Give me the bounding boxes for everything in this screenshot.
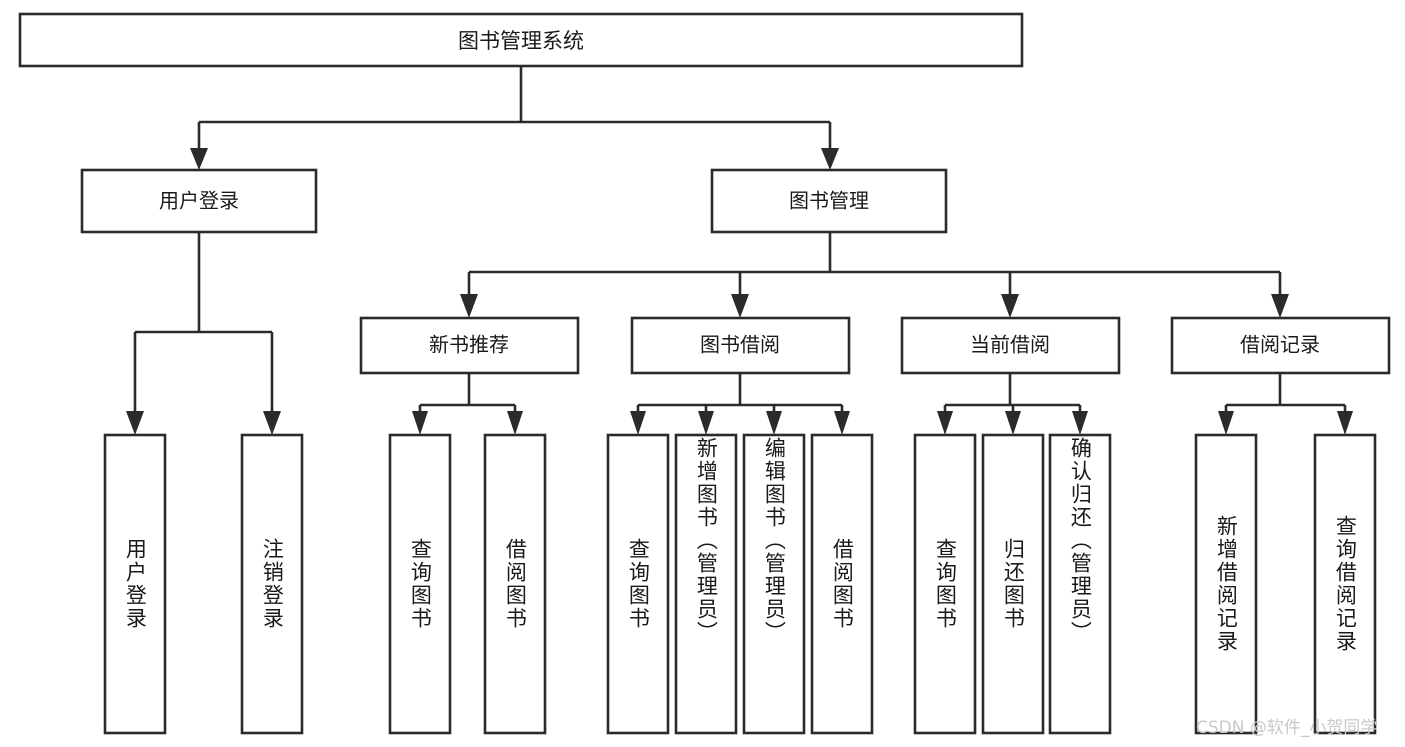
new-book-recommend-box[interactable] xyxy=(359,316,580,375)
leaf-box[interactable] xyxy=(1194,433,1258,735)
leaf-user-login-1[interactable]: 注销登录 xyxy=(240,433,304,735)
book-borrow-box[interactable] xyxy=(630,316,851,375)
arrow-book-borrow-leaf2 xyxy=(766,411,782,435)
leaf-label: 新增图书（管理员） xyxy=(694,437,719,644)
leaf-label: 编辑图书（管理员） xyxy=(762,437,787,644)
leaf-box[interactable] xyxy=(810,433,874,735)
node-book-manage[interactable]: 图书管理 xyxy=(710,168,948,234)
arrow-current-borrow-leaf0 xyxy=(937,411,953,435)
leaf-box[interactable] xyxy=(103,433,167,735)
leaf-book-borrow-0[interactable]: 查询图书 xyxy=(606,433,670,735)
leaf-box[interactable] xyxy=(1048,433,1112,735)
leaf-box[interactable] xyxy=(483,433,547,735)
leaf-box[interactable] xyxy=(742,433,806,735)
user-login-label: 用户登录 xyxy=(159,189,239,213)
leaf-label: 查询图书 xyxy=(626,538,651,630)
leaf-borrow-record-0[interactable]: 新增借阅记录 xyxy=(1194,433,1258,735)
leaf-new-book-1[interactable]: 借阅图书 xyxy=(483,433,547,735)
leaf-label: 查询图书 xyxy=(933,538,958,630)
arrow-to-borrow-record xyxy=(1271,294,1289,318)
leaf-book-borrow-3[interactable]: 借阅图书 xyxy=(810,433,874,735)
arrow-current-borrow-leaf2 xyxy=(1072,411,1088,435)
node-user-login[interactable]: 用户登录 xyxy=(80,168,318,234)
connector-layer xyxy=(126,66,1353,435)
root-label: 图书管理系统 xyxy=(458,29,584,53)
leaf-book-borrow-2[interactable]: 编辑图书（管理员） xyxy=(742,433,806,735)
arrow-to-new-book xyxy=(460,294,478,318)
arrow-book-borrow-leaf0 xyxy=(630,411,646,435)
leaf-box[interactable] xyxy=(240,433,304,735)
csdn-watermark: CSDN @软件_小贺同学 xyxy=(1196,718,1377,738)
borrow-record-label: 借阅记录 xyxy=(1240,333,1320,357)
leaf-label: 确认归还（管理员） xyxy=(1068,437,1093,644)
leaf-current-borrow-0[interactable]: 查询图书 xyxy=(913,433,977,735)
node-new-book-recommend[interactable]: 新书推荐 xyxy=(359,316,580,375)
leaf-label: 借阅图书 xyxy=(503,538,528,630)
arrow-root-to-user-login xyxy=(190,148,208,170)
leaf-box[interactable] xyxy=(913,433,977,735)
arrow-user-login-leaf1 xyxy=(263,411,281,435)
leaf-label: 新增借阅记录 xyxy=(1214,515,1239,653)
current-borrow-box[interactable] xyxy=(900,316,1121,375)
new-book-recommend-label: 新书推荐 xyxy=(429,333,509,357)
arrow-borrow-record-leaf1 xyxy=(1337,411,1353,435)
arrow-root-to-book-manage xyxy=(821,148,839,170)
leaf-label: 借阅图书 xyxy=(830,538,855,630)
book-manage-label: 图书管理 xyxy=(789,189,869,213)
leaf-label: 查询借阅记录 xyxy=(1333,515,1358,653)
node-borrow-record[interactable]: 借阅记录 xyxy=(1170,316,1391,375)
arrow-new-book-leaf0 xyxy=(412,411,428,435)
leaf-borrow-record-1[interactable]: 查询借阅记录 xyxy=(1313,433,1377,735)
leaf-book-borrow-1[interactable]: 新增图书（管理员） xyxy=(674,433,738,735)
leaf-current-borrow-1[interactable]: 归还图书 xyxy=(981,433,1045,735)
leaf-box[interactable] xyxy=(1313,433,1377,735)
node-current-borrow[interactable]: 当前借阅 xyxy=(900,316,1121,375)
leaf-label: 归还图书 xyxy=(1001,538,1026,630)
node-root[interactable]: 图书管理系统 xyxy=(18,12,1024,68)
arrow-to-current-borrow xyxy=(1001,294,1019,318)
root-box[interactable] xyxy=(18,12,1024,68)
borrow-record-box[interactable] xyxy=(1170,316,1391,375)
current-borrow-label: 当前借阅 xyxy=(970,333,1050,357)
user-login-box[interactable] xyxy=(80,168,318,234)
leaf-new-book-0[interactable]: 查询图书 xyxy=(388,433,452,735)
node-book-borrow[interactable]: 图书借阅 xyxy=(630,316,851,375)
leaf-box[interactable] xyxy=(674,433,738,735)
arrow-current-borrow-leaf1 xyxy=(1005,411,1021,435)
leaf-label: 查询图书 xyxy=(408,538,433,630)
leaf-current-borrow-2[interactable]: 确认归还（管理员） xyxy=(1048,433,1112,735)
leaf-user-login-0[interactable]: 用户登录 xyxy=(103,433,167,735)
leaf-label: 用户登录 xyxy=(123,538,148,630)
arrow-book-borrow-leaf3 xyxy=(834,411,850,435)
arrow-to-book-borrow xyxy=(731,294,749,318)
arrow-borrow-record-leaf0 xyxy=(1218,411,1234,435)
arrow-book-borrow-leaf1 xyxy=(698,411,714,435)
book-manage-box[interactable] xyxy=(710,168,948,234)
leaf-label: 注销登录 xyxy=(260,538,285,630)
arrow-new-book-leaf1 xyxy=(507,411,523,435)
book-borrow-label: 图书借阅 xyxy=(700,333,780,357)
leaf-box[interactable] xyxy=(981,433,1045,735)
arrow-user-login-leaf0 xyxy=(126,411,144,435)
leaf-box[interactable] xyxy=(606,433,670,735)
leaf-box[interactable] xyxy=(388,433,452,735)
